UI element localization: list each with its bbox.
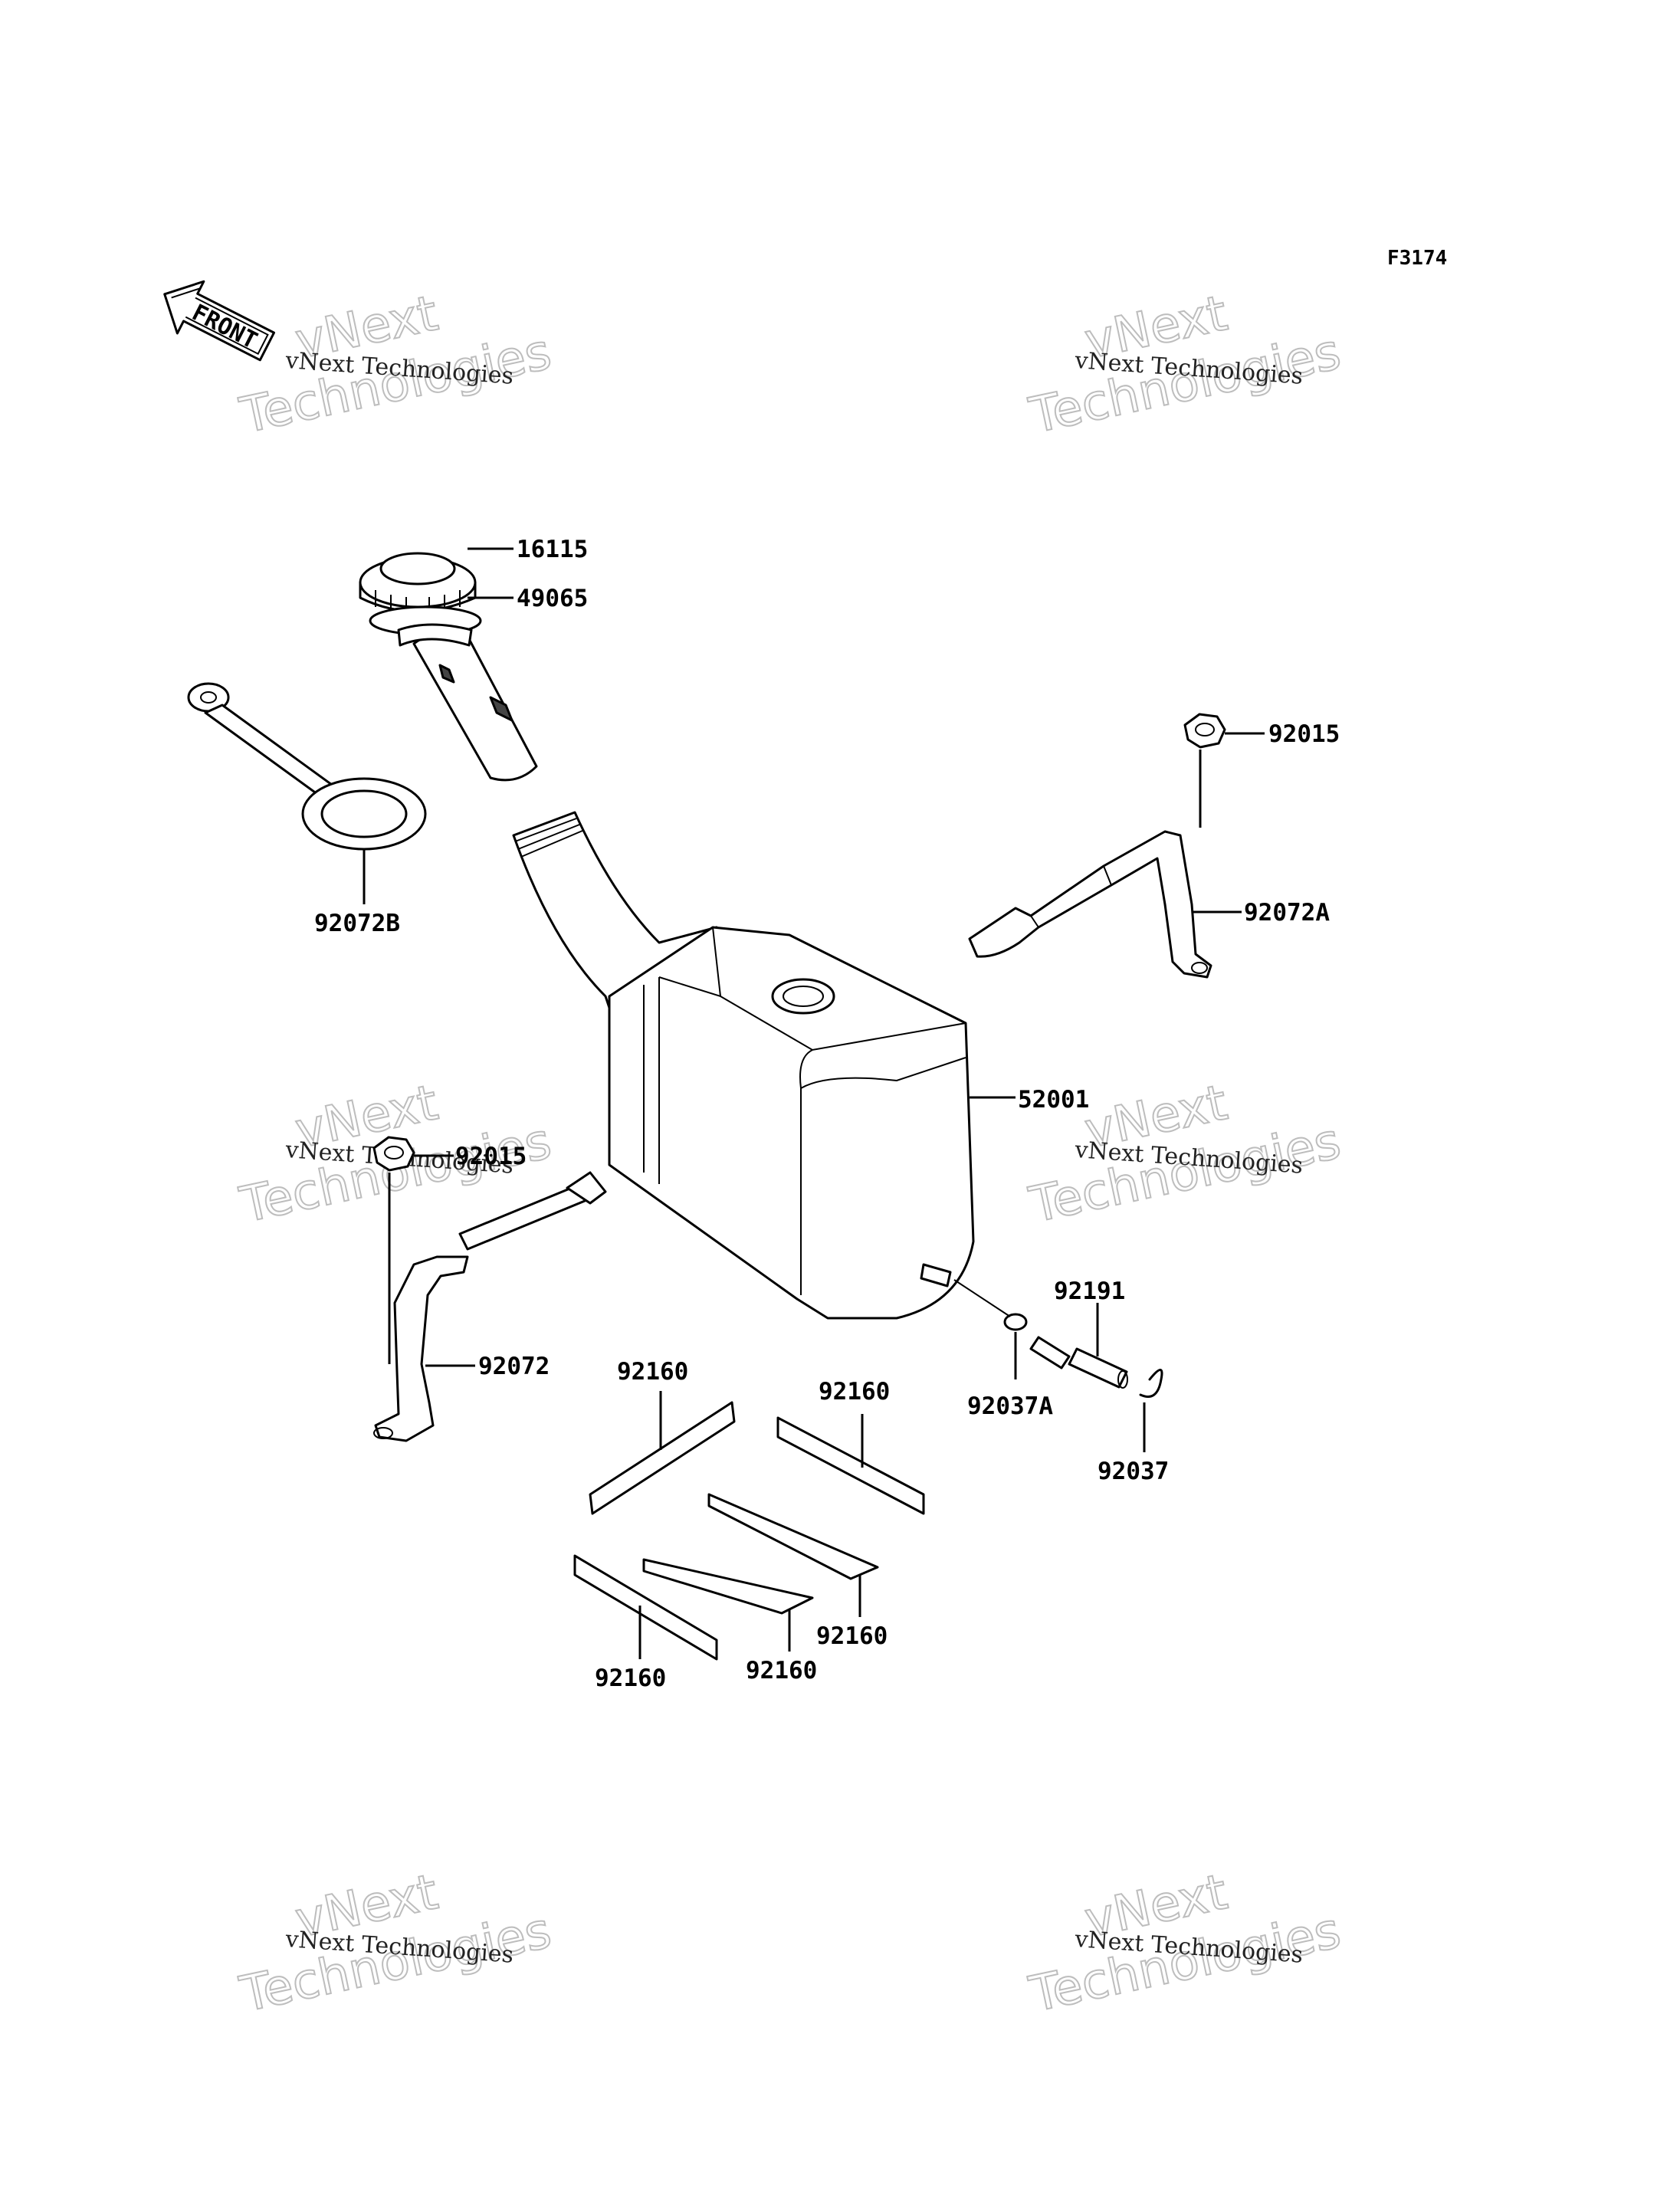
label-92191: 92191: [1054, 1278, 1125, 1305]
clamp-92037A: [953, 1279, 1028, 1331]
label-92072: 92072: [478, 1353, 550, 1380]
hose-92191: [1029, 1336, 1128, 1389]
watermark-top-right: vNext Technologies: [1024, 284, 1347, 445]
label-92072B: 92072B: [314, 910, 400, 937]
bracket-92072: [373, 1171, 607, 1442]
label-52001: 52001: [1018, 1086, 1089, 1114]
label-92072A: 92072A: [1244, 899, 1330, 927]
bracket-92072A: [968, 830, 1212, 979]
nut-92015-top: [1183, 713, 1226, 749]
label-92160-e: 92160: [595, 1665, 666, 1692]
label-92015-top: 92015: [1268, 720, 1340, 748]
pad-92160-e: [573, 1554, 718, 1661]
fuel-cap-16115: [359, 552, 477, 613]
label-92037: 92037: [1098, 1458, 1169, 1485]
front-arrow-icon: FRONT: [163, 280, 275, 362]
clip-92037: [1139, 1369, 1163, 1398]
label-92160-d: 92160: [746, 1657, 817, 1684]
label-92160-b: 92160: [819, 1378, 890, 1406]
label-92160-c: 92160: [816, 1622, 888, 1650]
oil-tank-52001: [512, 811, 975, 1320]
strap-92072B: [187, 682, 427, 851]
label-92015-left: 92015: [455, 1143, 527, 1170]
pad-92160-d: [642, 1558, 814, 1615]
fuel-strainer-49065: [369, 605, 538, 782]
label-16115: 16115: [517, 536, 588, 563]
pad-92160-a: [589, 1401, 736, 1515]
figure-code: F3174: [1387, 247, 1447, 270]
label-92037A: 92037A: [967, 1392, 1053, 1420]
label-92160-a: 92160: [617, 1358, 688, 1386]
label-49065: 49065: [517, 585, 588, 612]
nut-92015-left: [372, 1136, 415, 1172]
pad-92160-b: [776, 1416, 925, 1515]
pad-92160-c: [707, 1493, 879, 1580]
